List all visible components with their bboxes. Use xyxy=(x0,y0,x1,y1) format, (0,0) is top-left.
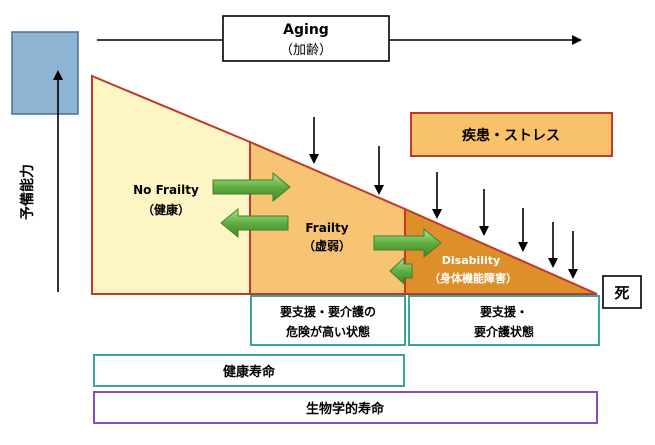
healthy-lifespan-label: 健康寿命 xyxy=(223,364,276,380)
care-risk-box xyxy=(250,295,406,346)
aging-box xyxy=(222,15,390,62)
reserve-capacity-box xyxy=(11,31,79,115)
no-frailty-sublabel: （健康） xyxy=(142,202,190,217)
disability-region xyxy=(404,207,598,295)
stressor-box xyxy=(410,112,613,157)
no-frailty-label: No Frailty xyxy=(133,183,199,197)
arrow-to-disability xyxy=(373,227,442,259)
healthy-lifespan-bar xyxy=(93,354,405,387)
care-need-box xyxy=(408,295,600,346)
care-need-line2: 要介護状態 xyxy=(474,324,534,339)
transition-arrows xyxy=(212,171,442,286)
reserve-capacity-label: 予備能力 xyxy=(19,164,36,220)
frailty-sublabel: （虚弱） xyxy=(303,238,351,253)
arrow-to-frailty xyxy=(212,171,291,203)
aging-label: Aging xyxy=(283,22,329,38)
care-need-line1: 要支援・ xyxy=(480,304,528,319)
care-risk-line2: 危険が高い状態 xyxy=(285,324,370,339)
disability-sublabel: （身体機能障害） xyxy=(429,271,517,285)
frailty-label: Frailty xyxy=(305,221,348,235)
death-label: 死 xyxy=(614,284,629,302)
disability-label: Disability xyxy=(442,254,501,267)
reserve-capacity-axis: 予備能力 xyxy=(11,31,79,292)
arrow-to-frailty-back xyxy=(389,256,413,286)
biological-lifespan-label: 生物学的寿命 xyxy=(306,401,385,417)
biological-lifespan-bar xyxy=(93,391,598,424)
aging-sublabel: （加齢） xyxy=(280,43,332,58)
stressor-label: 疾患・ストレス xyxy=(462,127,560,144)
death-box xyxy=(602,275,642,309)
aging-arrow: Aging （加齢） xyxy=(97,15,582,62)
care-risk-line1: 要支援・要介護の xyxy=(280,304,376,319)
frailty-triangle xyxy=(91,74,598,295)
stressor-arrows xyxy=(309,117,578,279)
arrow-to-no-frailty xyxy=(220,207,289,239)
